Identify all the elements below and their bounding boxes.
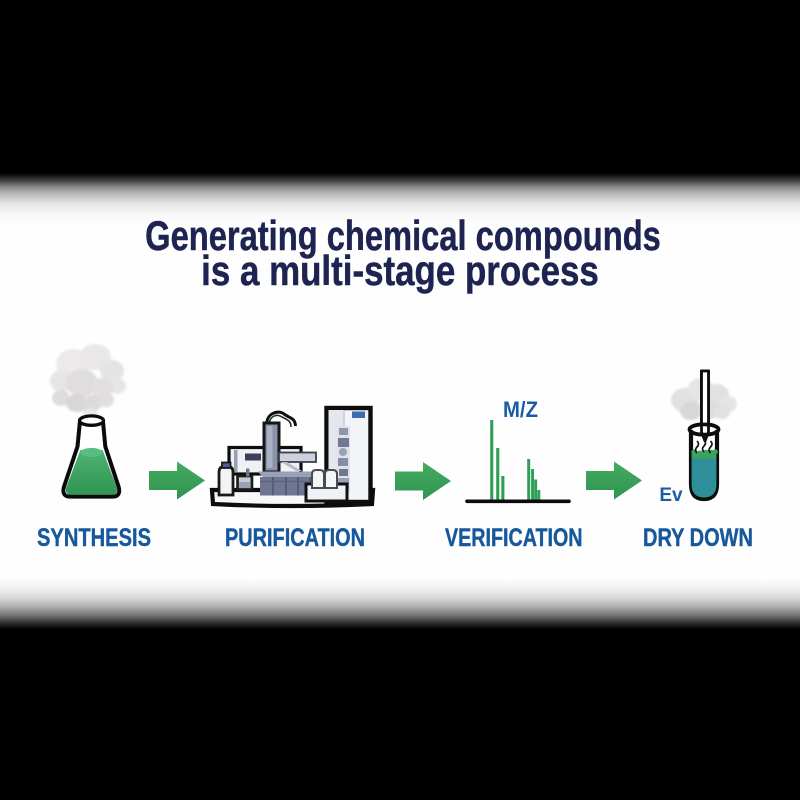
svg-text:M/Z: M/Z bbox=[503, 397, 538, 422]
svg-text:Ev: Ev bbox=[659, 485, 683, 506]
